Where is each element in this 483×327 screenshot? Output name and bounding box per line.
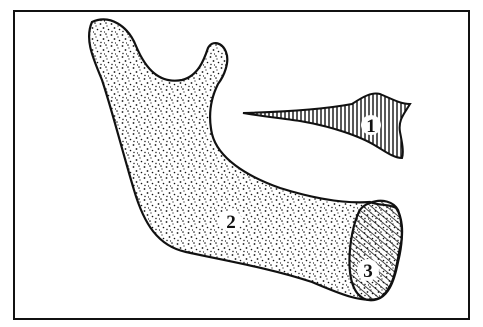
label-1-text: 1 [366, 116, 376, 137]
label-2-text: 2 [226, 212, 236, 233]
figure-frame [14, 11, 469, 319]
label-3-text: 3 [363, 261, 373, 282]
